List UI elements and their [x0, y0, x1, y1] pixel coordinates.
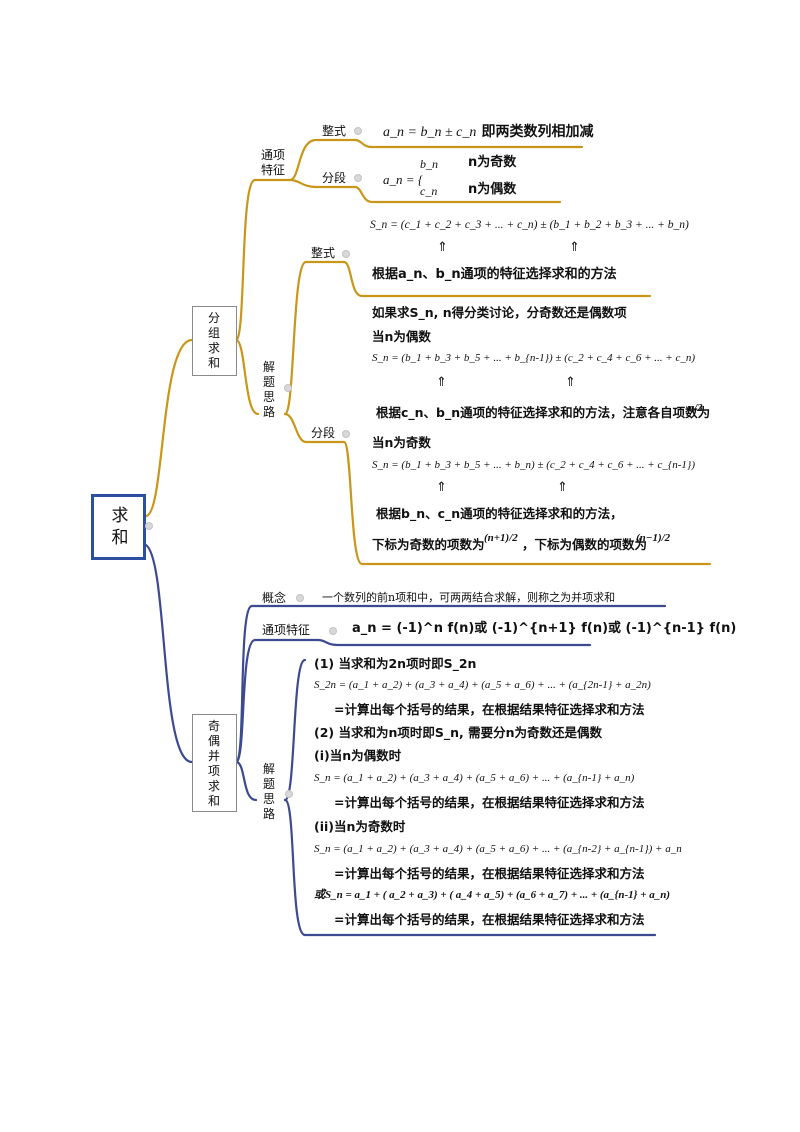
calc-4: =计算出每个括号的结果，在根据结果特征选择求和方法	[334, 912, 645, 927]
sum-formula-1: S_n = (c_1 + c_2 + c_3 + ... + c_n) ± (b…	[370, 219, 689, 231]
oddeven-jieti-label: 解题思路	[262, 762, 275, 821]
oddeven-sum-label: 奇偶并项求和	[207, 719, 220, 808]
dot-fenduan2	[342, 430, 350, 438]
root-label: 求和	[111, 506, 129, 548]
arrow-2a: ⇑	[436, 375, 447, 390]
group-tongxiang-label: 通项特征	[261, 148, 286, 177]
case-2: (2) 当求和为n项时即S_n, 需要分n为奇数还是偶数	[314, 725, 603, 740]
case-1: (1) 当求和为2n项时即S_2n	[314, 656, 477, 671]
sub-i: (i)当n为偶数时	[314, 748, 402, 763]
arrow-3b: ⇑	[557, 480, 568, 495]
dot-concept	[296, 594, 304, 602]
concept-label: 概念	[262, 591, 287, 605]
arrow-1a: ⇑	[437, 240, 448, 255]
group-fenduan2-label: 分段	[311, 426, 336, 440]
concept-text: 一个数列的前n项和中，可两两结合求解，则称之为并项求和	[322, 591, 616, 604]
group-zhengshi-label: 整式	[322, 124, 347, 138]
group-sum-label: 分组求和	[207, 311, 220, 370]
group-fenduan-label: 分段	[322, 171, 347, 185]
dot-fenduan	[354, 174, 362, 182]
zhengshi-formula-row: a_n = b_n ± c_n 即两类数列相加减	[383, 121, 593, 142]
frac-odd: (n+1)/2	[484, 532, 518, 544]
method-2: 根据c_n、b_n通项的特征选择求和的方法，注意各自项数为	[376, 405, 711, 420]
case-1-formula: S_2n = (a_1 + a_2) + (a_3 + a_4) + (a_5 …	[314, 679, 651, 691]
method-2-frac: n/2	[688, 402, 703, 414]
group-jieti-label: 解题思路	[262, 360, 275, 419]
sub-ii-formula: S_n = (a_1 + a_2) + (a_3 + a_4) + (a_5 +…	[314, 843, 682, 855]
discuss-text: 如果求S_n, n得分类讨论，分奇数还是偶数项	[372, 305, 627, 320]
arrow-2b: ⇑	[565, 375, 576, 390]
oddeven-sum-node[interactable]: 奇偶并项求和	[192, 714, 237, 812]
fenduan-formula: a_n = {	[383, 172, 423, 187]
fenduan-b: b_n	[420, 157, 438, 171]
sub-i-formula: S_n = (a_1 + a_2) + (a_3 + a_4) + (a_5 +…	[314, 772, 635, 784]
sub-ii: (ii)当n为奇数时	[314, 819, 406, 834]
dot-jieti	[284, 384, 292, 392]
zhengshi-text: 即两类数列相加减	[481, 124, 594, 140]
sum-formula-3: S_n = (b_1 + b_3 + b_5 + ... + b_n) ± (c…	[372, 459, 695, 471]
or-formula: 或S_n = a_1 + ( a_2 + a_3) + ( a_4 + a_5)…	[314, 889, 671, 901]
frac-even: (n−1)/2	[636, 532, 671, 544]
oddeven-tongxiang-label: 通项特征	[262, 623, 311, 637]
method-3c: ，下标为偶数的项数为	[522, 537, 648, 552]
calc-1: =计算出每个括号的结果，在根据结果特征选择求和方法	[334, 702, 645, 717]
dot-oddeven-jieti	[285, 790, 293, 798]
dot-zhengshi	[354, 127, 362, 135]
fenduan-c-text: n为偶数	[468, 182, 517, 197]
sum-formula-2: S_n = (b_1 + b_3 + b_5 + ... + b_{n-1}) …	[372, 352, 695, 364]
method-3b: 下标为奇数的项数为	[372, 537, 485, 552]
group-sum-node[interactable]: 分组求和	[192, 306, 237, 376]
dot-oddeven-tongxiang	[329, 627, 337, 635]
oddeven-tongxiang-formula: a_n = (-1)^n f(n)或 (-1)^{n+1} f(n)或 (-1)…	[352, 621, 737, 636]
arrow-1b: ⇑	[569, 240, 580, 255]
root-connector-dot	[145, 522, 153, 530]
fenduan-c: c_n	[420, 184, 438, 198]
fenduan-b-text: n为奇数	[468, 155, 517, 170]
method-3: 根据b_n、c_n通项的特征选择求和的方法，	[376, 506, 623, 521]
arrow-3a: ⇑	[436, 480, 447, 495]
zhengshi-formula: a_n = b_n ± c_n	[383, 125, 477, 140]
group-zhengshi2-label: 整式	[311, 246, 336, 260]
odd-case: 当n为奇数	[372, 435, 431, 450]
calc-2: =计算出每个括号的结果，在根据结果特征选择求和方法	[334, 795, 645, 810]
calc-3: =计算出每个括号的结果，在根据结果特征选择求和方法	[334, 866, 645, 881]
dot-zhengshi2	[342, 250, 350, 258]
method-1: 根据a_n、b_n通项的特征选择求和的方法	[372, 267, 617, 282]
even-case: 当n为偶数	[372, 329, 431, 344]
root-node[interactable]: 求和	[91, 494, 146, 560]
